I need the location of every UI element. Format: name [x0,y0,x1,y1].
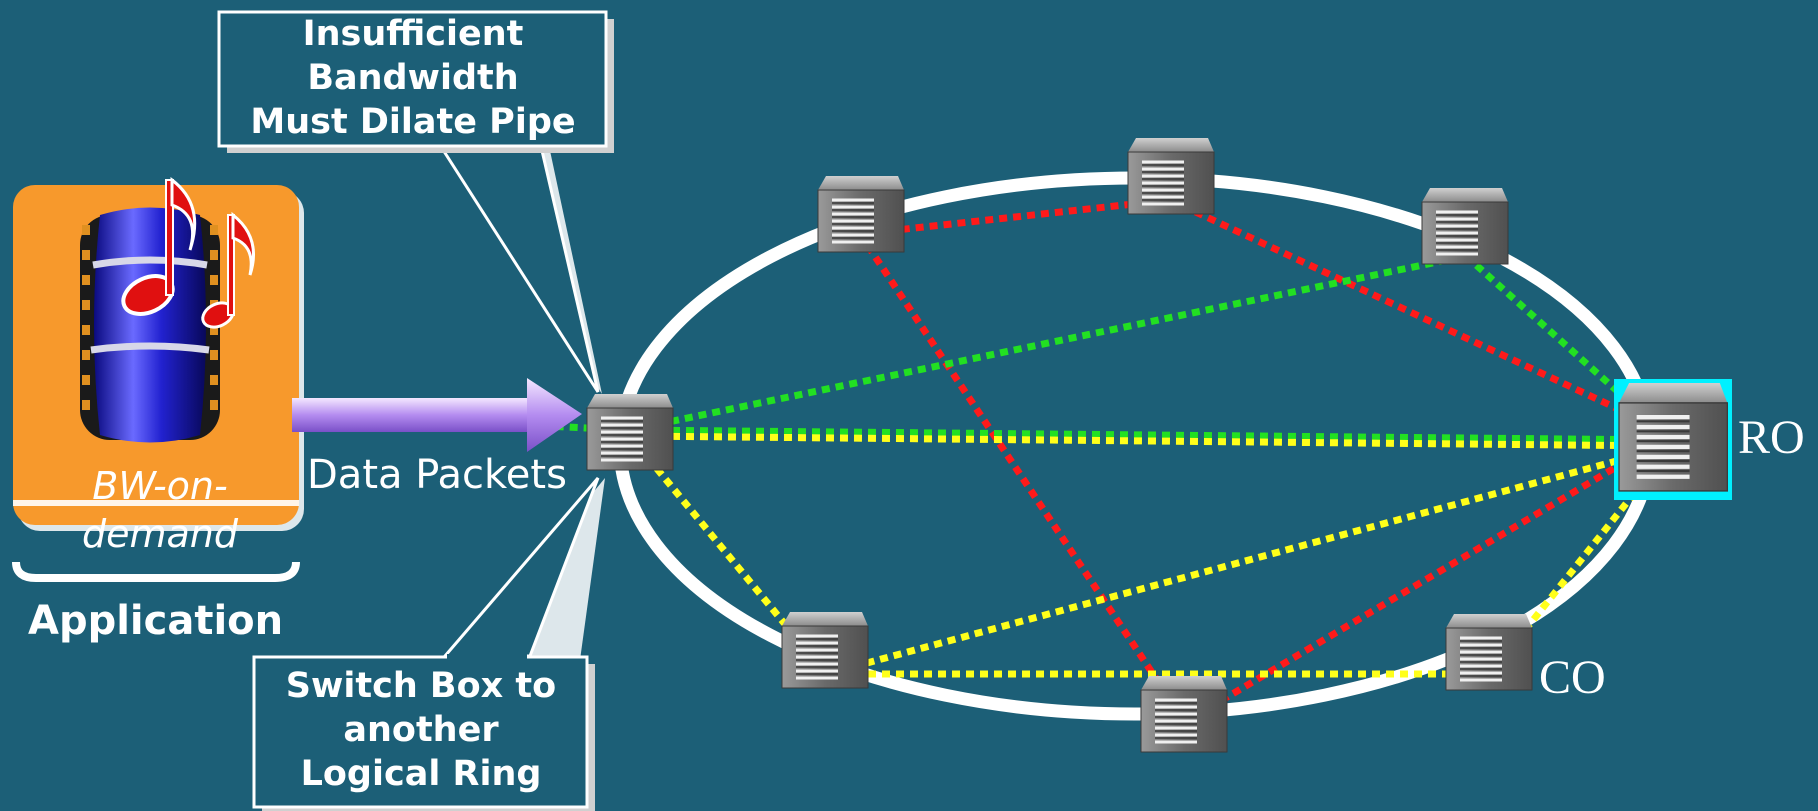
ro-label: RO [1738,411,1805,464]
link-red-n1-n2 [859,196,1171,238]
switch-box-n2 [1126,136,1216,216]
switch-box-co [1444,612,1534,692]
callout-bottom-line-3: Logical Ring [300,754,542,794]
application-box [13,176,304,531]
switch-box-n1 [816,174,906,254]
data-packets-label: Data Packets [307,452,567,498]
data-packets-arrow [292,378,582,452]
callout-top-text: Insufficient Bandwidth Must Dilate Pipe [220,12,606,144]
link-yellow-n5-ro [825,442,1673,678]
callout-bottom-line-2: another [343,710,499,750]
switch-box-n7 [1139,674,1229,754]
link-red-n7-ro [1183,430,1674,726]
co-label: CO [1539,651,1606,704]
switch-box-n3 [1420,186,1510,266]
callout-top-line-3: Must Dilate Pipe [250,102,576,142]
callout-top-line-2: Bandwidth [307,58,519,98]
data-barrel-icon [90,207,210,443]
link-green-sw-n3 [629,252,1467,434]
music-note-icon [121,176,255,329]
callout-bottom-line-1: Switch Box to [285,666,557,706]
icon-label-line-2: demand [81,512,238,556]
link-yellow-sw-ro [629,432,1673,450]
switch-box-n5 [780,610,870,690]
application-brace [12,561,300,582]
switch-box-sw [585,392,675,472]
application-caption: Application [28,598,284,644]
switch-box-ro [1619,383,1727,491]
link-red-n2-ro [1168,196,1674,438]
callout-bottom-text: Switch Box to another Logical Ring [255,664,587,796]
application-icon-label: BW-on- demand [40,462,280,558]
callout-top-line-1: Insufficient [302,14,524,54]
callout-switch-box [252,477,605,811]
callout-insufficient-bandwidth [217,10,614,394]
link-green-sw-ro [629,426,1673,444]
icon-label-line-1: BW-on- [92,464,228,508]
